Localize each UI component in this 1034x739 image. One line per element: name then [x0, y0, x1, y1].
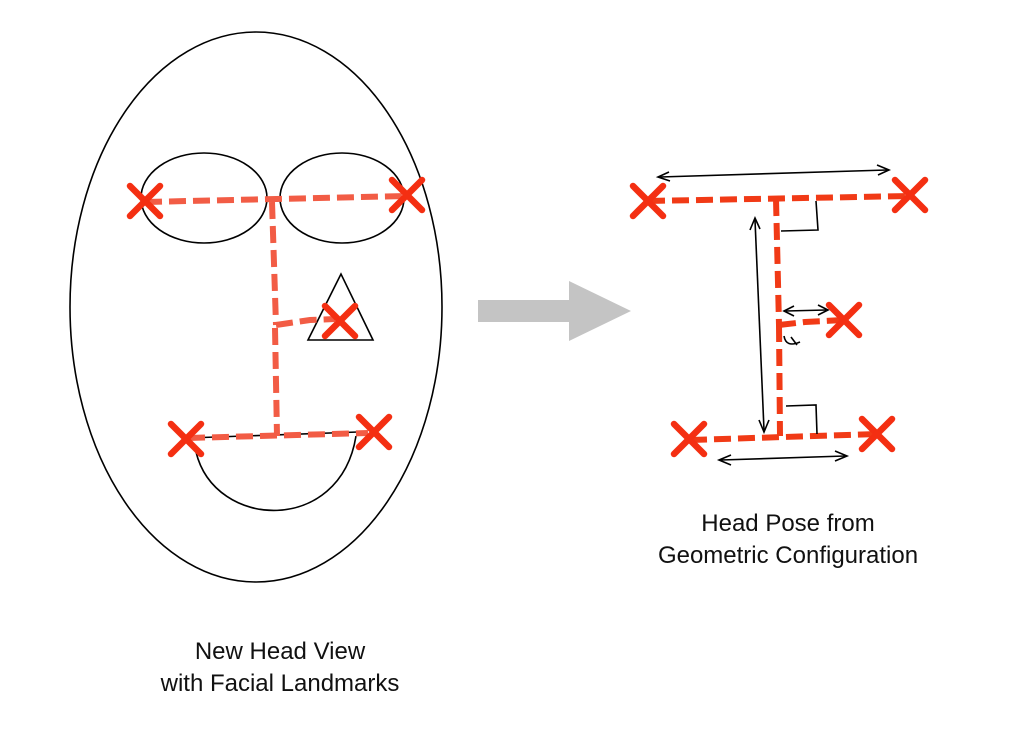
width-arrow-top [659, 169, 888, 178]
x-mark-icon [321, 302, 359, 340]
face-landmark-lines [144, 193, 408, 441]
pose-caption: Head Pose from Geometric Configuration [598, 508, 978, 572]
config-bottom-line [689, 431, 879, 443]
mouth-curve [195, 435, 357, 512]
head-view-caption-line2: with Facial Landmarks [160, 670, 400, 697]
arrowhead [876, 164, 892, 176]
head-view-caption-line1: New Head View [194, 638, 366, 665]
x-mark-icon [629, 182, 667, 220]
arrowhead [758, 419, 770, 435]
right-angle-top [780, 200, 819, 232]
pose-configuration [629, 164, 929, 466]
arrowhead [716, 454, 732, 466]
arrowhead [782, 305, 795, 317]
x-mark-icon [126, 182, 164, 220]
measurement-marks [655, 164, 892, 466]
arrowhead [655, 171, 671, 182]
width-arrow-bottom [720, 455, 846, 461]
pose-caption-line1: Head Pose from [701, 510, 875, 537]
nose-tip-line [275, 316, 336, 328]
mouth-landmark-line [187, 430, 369, 441]
config-vertical-upper [773, 198, 782, 326]
x-mark-icon [891, 176, 929, 214]
philtrum-line [272, 327, 280, 437]
x-mark-icon [388, 176, 426, 214]
arrowhead [749, 215, 761, 231]
face-sketch [69, 31, 443, 583]
pose-caption-line2: Geometric Configuration [657, 542, 919, 569]
config-vertical-lower [776, 324, 783, 437]
x-mark-icon [670, 420, 708, 458]
eye-line [144, 193, 408, 205]
nose-offset-arrow [785, 309, 827, 312]
config-top-line [647, 193, 911, 204]
x-mark-icon [355, 413, 393, 451]
x-mark-icon [858, 415, 896, 453]
arrowhead [834, 450, 850, 462]
config-nose-line [778, 317, 844, 328]
nose-triangle [306, 272, 375, 341]
nose-angle-arc [783, 335, 801, 345]
face-landmarks [126, 176, 426, 458]
x-mark-icon [167, 420, 205, 458]
config-dashed-lines [647, 193, 911, 443]
config-landmarks [629, 176, 929, 458]
height-arrow [754, 219, 765, 431]
head-outline [69, 31, 443, 583]
arrowhead [817, 304, 830, 316]
nose-angle-tick [790, 336, 798, 346]
right-angle-bottom [785, 404, 818, 435]
nose-bridge-line [269, 201, 279, 326]
head-view-caption: New Head View with Facial Landmarks [120, 636, 440, 700]
right-arrow-icon [478, 281, 631, 341]
x-mark-icon [825, 301, 863, 339]
